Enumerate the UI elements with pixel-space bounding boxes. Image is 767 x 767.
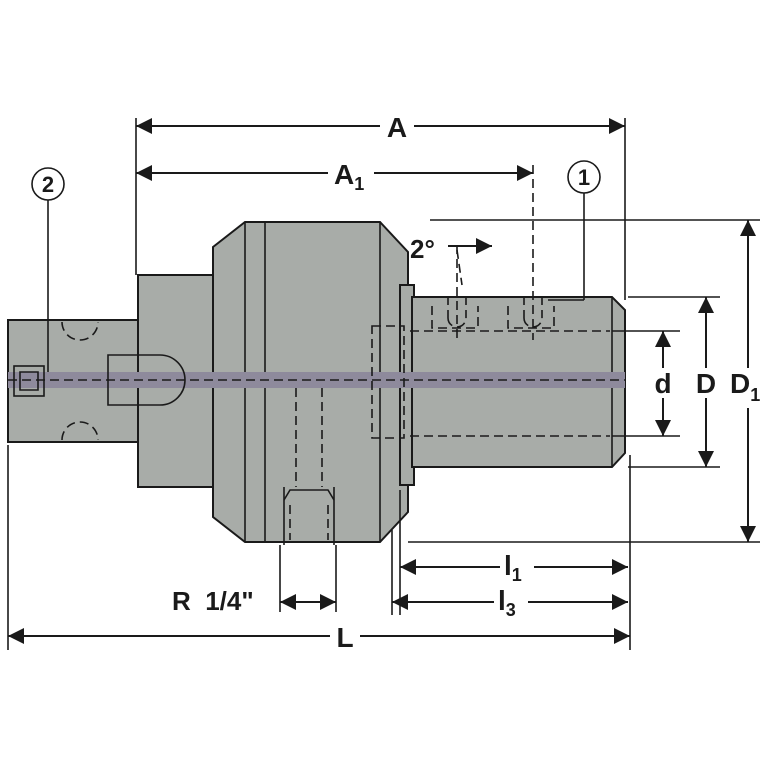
label-angle: 2°	[410, 234, 435, 264]
callout-2-label: 2	[42, 172, 54, 197]
label-l3: l3	[498, 585, 516, 620]
callout-item-2: 2	[31, 167, 65, 372]
label-L: L	[336, 622, 353, 653]
label-D: D	[696, 368, 716, 399]
label-D1: D1	[730, 368, 760, 405]
label-d: d	[654, 368, 671, 399]
label-thread: R 1/4"	[172, 586, 254, 616]
dimension-labels: A A1 L l1 l3 R 1/4" d D D1 2°	[172, 110, 766, 653]
clamp-screw	[13, 365, 45, 397]
callout-item-1: 1	[548, 160, 601, 301]
hidden-features	[8, 165, 625, 545]
label-A: A	[387, 112, 407, 143]
callout-1-label: 1	[578, 165, 590, 190]
label-A1: A1	[334, 159, 364, 194]
label-l1: l1	[504, 550, 522, 585]
